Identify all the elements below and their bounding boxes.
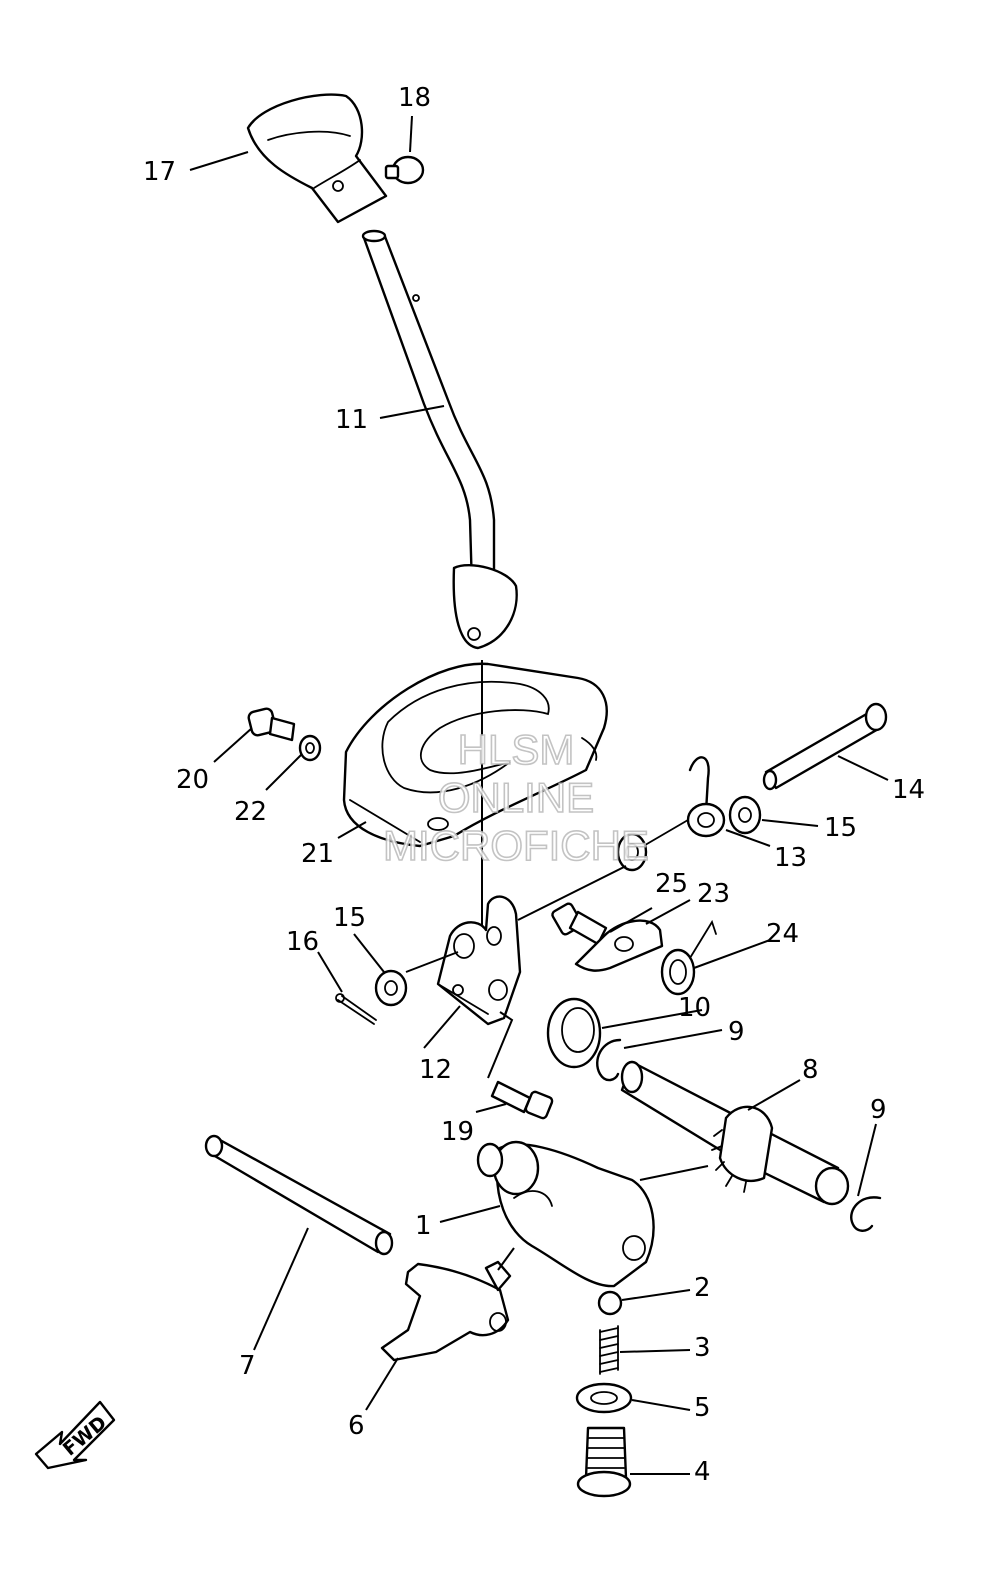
part-10-oil-seal <box>546 997 602 1069</box>
part-25-bolt <box>551 902 608 946</box>
part-17-shift-handle-grip <box>246 93 388 224</box>
part-15-washer-upper <box>728 795 762 835</box>
part-4-plug-screw <box>576 1426 632 1498</box>
callout-18: 18 <box>398 83 431 113</box>
part-15-washer-lower <box>374 969 408 1007</box>
part-9-circlip-upper <box>596 1038 622 1082</box>
callout-13: 13 <box>774 843 807 873</box>
callout-15-lower: 15 <box>333 903 366 933</box>
part-7-shaft <box>204 1134 394 1256</box>
callout-1: 1 <box>415 1211 432 1241</box>
callout-14: 14 <box>892 775 925 805</box>
callout-23: 23 <box>697 879 730 909</box>
callout-24: 24 <box>766 919 799 949</box>
part-13-spring <box>616 756 726 872</box>
callout-9-lower: 9 <box>870 1095 887 1125</box>
part-2-ball <box>597 1290 623 1316</box>
callout-20: 20 <box>176 765 209 795</box>
part-8-shift-shaft <box>620 1060 850 1206</box>
callout-7: 7 <box>239 1351 256 1381</box>
fwd-direction-arrow: FWD <box>34 1400 116 1470</box>
watermark: HLSM ONLINE MICROFICHE <box>382 725 650 870</box>
watermark-line-3: MICROFICHE <box>383 822 649 869</box>
callout-17: 17 <box>143 157 176 187</box>
callout-9-upper: 9 <box>728 1017 745 1047</box>
callout-6: 6 <box>348 1411 365 1441</box>
callout-21: 21 <box>301 839 334 869</box>
callout-8: 8 <box>802 1055 819 1085</box>
callout-11: 11 <box>335 405 368 435</box>
part-23-stopper <box>574 919 664 972</box>
part-9-circlip-lower <box>850 1196 882 1232</box>
callout-5: 5 <box>694 1393 711 1423</box>
callout-25: 25 <box>655 869 688 899</box>
part-12-shift-link <box>436 895 522 1026</box>
watermark-line-1: HLSM <box>458 726 575 773</box>
callout-16: 16 <box>286 927 319 957</box>
callout-10: 10 <box>678 993 711 1023</box>
callout-19: 19 <box>441 1117 474 1147</box>
part-18-knob-cap <box>384 155 425 185</box>
part-21-shift-guide <box>342 662 608 848</box>
leader-lines <box>189 115 889 1475</box>
part-5-gasket <box>575 1382 633 1414</box>
callout-3: 3 <box>694 1333 711 1363</box>
part-24-spring <box>660 919 717 996</box>
callout-12: 12 <box>419 1055 452 1085</box>
part-22-washer <box>298 734 322 762</box>
part-6-shift-fork <box>380 1260 512 1362</box>
part-11-shift-lever <box>361 229 518 650</box>
callout-labels: 17 18 11 20 22 21 14 15 13 25 23 24 15 1… <box>143 83 925 1487</box>
part-3-spring <box>599 1325 619 1375</box>
part-19-bolt <box>490 1080 554 1120</box>
part-1-shift-cam <box>476 1140 655 1288</box>
part-14-pin <box>762 702 888 791</box>
watermark-line-2: ONLINE <box>438 774 594 821</box>
callout-4: 4 <box>694 1457 711 1487</box>
part-16-cotter-pin <box>335 993 377 1025</box>
callout-2: 2 <box>694 1273 711 1303</box>
callout-22: 22 <box>234 797 267 827</box>
part-20-bolt <box>247 707 296 742</box>
callout-15-upper: 15 <box>824 813 857 843</box>
